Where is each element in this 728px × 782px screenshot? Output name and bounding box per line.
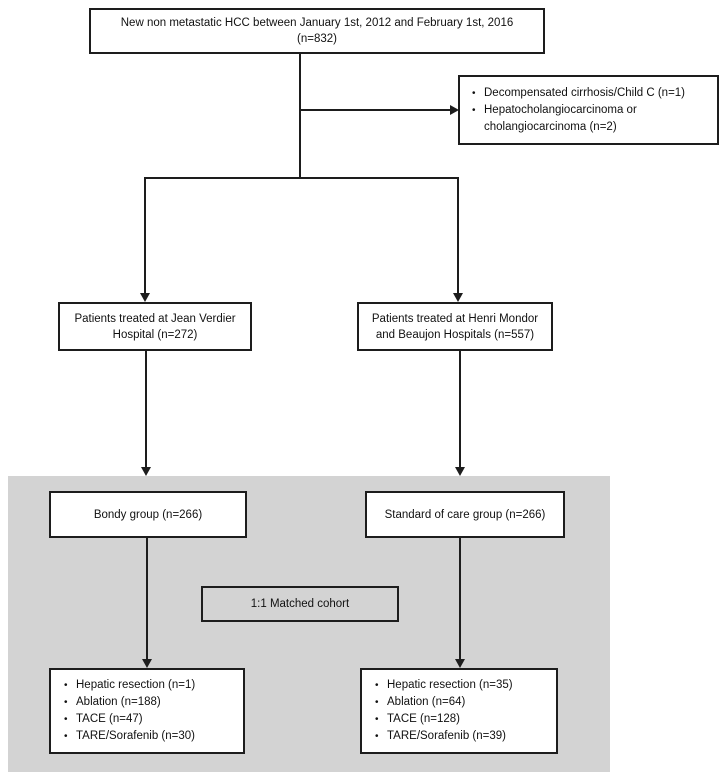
connector-bondy-to-treatment xyxy=(146,537,148,660)
bondy-group-label: Bondy group (n=266) xyxy=(93,508,203,521)
connector-right-branch xyxy=(457,177,459,294)
matched-cohort-box: 1:1 Matched cohort xyxy=(201,586,399,622)
arrowhead-to-right-treatment-icon xyxy=(455,659,465,668)
arrowhead-to-bondy-icon xyxy=(141,467,151,476)
connector-soc-to-treatment xyxy=(459,537,461,660)
top-population-line2: (n=832) xyxy=(297,33,337,45)
connector-exclusion-horizontal xyxy=(300,109,450,111)
left-treatment-item: TACE (n=47) xyxy=(63,711,195,728)
arrowhead-to-soc-icon xyxy=(455,467,465,476)
right-hospital-line2: and Beaujon Hospitals (n=557) xyxy=(375,328,535,341)
right-treatment-box: Hepatic resection (n=35) Ablation (n=64)… xyxy=(360,668,558,754)
exclusion-item: Decompensated cirrhosis/Child C (n=1) xyxy=(471,85,709,102)
exclusion-box: Decompensated cirrhosis/Child C (n=1) He… xyxy=(458,75,719,145)
right-treatment-item: Ablation (n=64) xyxy=(374,694,513,711)
left-treatment-item: Ablation (n=188) xyxy=(63,694,195,711)
standard-of-care-group-box: Standard of care group (n=266) xyxy=(365,491,565,538)
connector-split-horizontal xyxy=(144,177,459,179)
connector-trunk-vertical xyxy=(299,54,301,178)
arrowhead-to-left-treatment-icon xyxy=(142,659,152,668)
top-population-box: New non metastatic HCC between January 1… xyxy=(89,8,545,54)
connector-left-branch xyxy=(144,177,146,294)
arrowhead-to-right-hospital-icon xyxy=(453,293,463,302)
left-treatment-item: Hepatic resection (n=1) xyxy=(63,677,195,694)
right-treatment-item: Hepatic resection (n=35) xyxy=(374,677,513,694)
left-hospital-box: Patients treated at Jean Verdier Hospita… xyxy=(58,302,252,351)
left-hospital-line1: Patients treated at Jean Verdier xyxy=(74,312,236,325)
top-population-line1: New non metastatic HCC between January 1… xyxy=(120,17,514,29)
right-hospital-box: Patients treated at Henri Mondor and Bea… xyxy=(357,302,553,351)
arrowhead-to-left-hospital-icon xyxy=(140,293,150,302)
left-hospital-line2: Hospital (n=272) xyxy=(112,328,198,341)
exclusion-item: Hepatocholangiocarcinoma or cholangiocar… xyxy=(471,102,709,136)
connector-left-hospital-to-group xyxy=(145,351,147,468)
arrowhead-to-exclusion-icon xyxy=(450,105,459,115)
left-treatment-box: Hepatic resection (n=1) Ablation (n=188)… xyxy=(49,668,245,754)
connector-right-hospital-to-group xyxy=(459,351,461,468)
standard-of-care-group-label: Standard of care group (n=266) xyxy=(384,508,546,521)
right-hospital-line1: Patients treated at Henri Mondor xyxy=(371,312,539,325)
bondy-group-box: Bondy group (n=266) xyxy=(49,491,247,538)
matched-cohort-label: 1:1 Matched cohort xyxy=(250,598,350,610)
left-treatment-item: TARE/Sorafenib (n=30) xyxy=(63,728,195,745)
right-treatment-item: TACE (n=128) xyxy=(374,711,513,728)
right-treatment-item: TARE/Sorafenib (n=39) xyxy=(374,728,513,745)
